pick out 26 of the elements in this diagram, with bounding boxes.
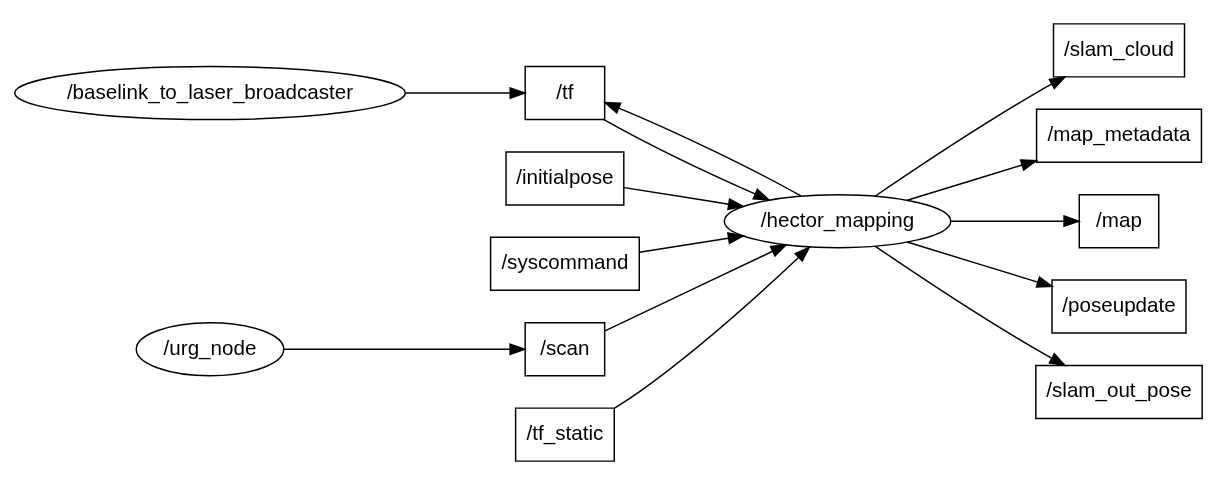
node-box: /map [1078,193,1160,248]
node-ellipse: /baselink_to_laser_broadcaster [13,65,407,120]
arrow [623,186,746,210]
arrow [949,214,1081,227]
node-box: /tf_static [514,406,615,462]
arrow [283,342,527,355]
node-ellipse: /hector_mapping [723,193,952,248]
node-box: /syscommand [489,236,640,291]
node-box: /initialpose [505,150,625,206]
arrow [404,86,528,99]
arrow [613,245,811,409]
arrow [638,231,746,253]
node-box: /slam_cloud [1052,22,1186,78]
arrow [874,245,1067,366]
arrow [874,75,1067,197]
node-box: /tf [524,65,606,120]
node-box: /scan [524,321,606,376]
arrow [604,243,789,332]
arrow [602,101,802,197]
node-box: /map_metadata [1035,108,1203,163]
arrow [906,158,1039,201]
arrow [906,240,1055,288]
arrow [603,118,771,201]
node-box: /slam_out_pose [1035,364,1203,419]
node-box: /poseupdate [1051,278,1187,334]
node-ellipse: /urg_node [135,321,285,376]
